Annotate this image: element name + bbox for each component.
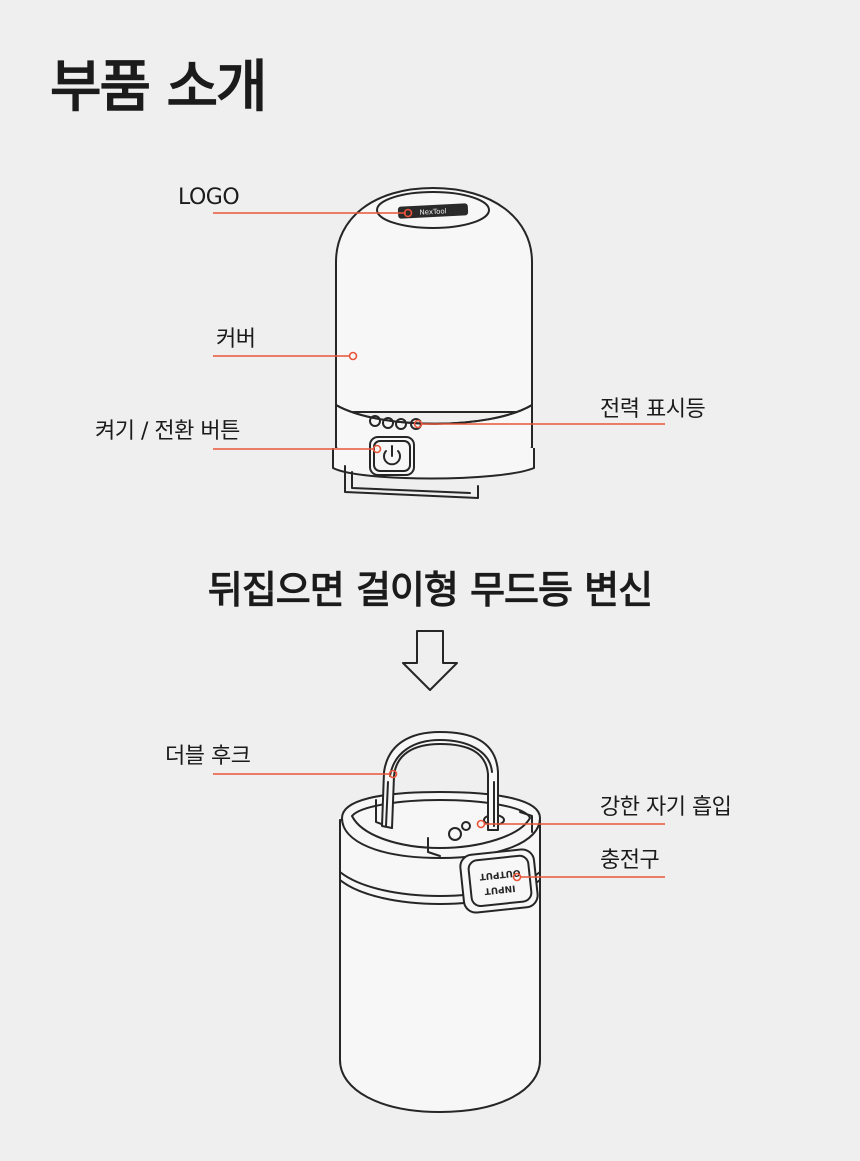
lantern-hanging-illustration: OUTPUT INPUT	[339, 731, 541, 1113]
label-logo: LOGO	[178, 185, 240, 210]
label-power-button: 켜기 / 전환 버튼	[95, 419, 240, 444]
lantern-upright-illustration: NexTool	[332, 187, 535, 499]
svg-text:NexTool: NexTool	[419, 207, 447, 216]
charging-port-cover: OUTPUT INPUT	[459, 848, 539, 914]
down-arrow-icon	[402, 630, 458, 691]
port-output-text: OUTPUT	[478, 867, 521, 881]
label-cover: 커버	[216, 327, 256, 352]
page-title: 부품 소개	[50, 55, 268, 120]
label-charging-port: 충전구	[600, 848, 660, 873]
label-magnet: 강한 자기 흡입	[600, 795, 732, 820]
logo-plate: NexTool	[397, 203, 469, 219]
leaders-bottom	[213, 769, 665, 882]
port-input-text: INPUT	[483, 882, 516, 895]
flip-caption: 뒤집으면 걸이형 무드등 변신	[207, 568, 653, 612]
power-icon	[369, 436, 415, 476]
label-double-hook: 더블 후크	[165, 744, 251, 769]
label-battery-indicator: 전력 표시등	[600, 397, 706, 422]
leaders-top	[213, 208, 665, 454]
